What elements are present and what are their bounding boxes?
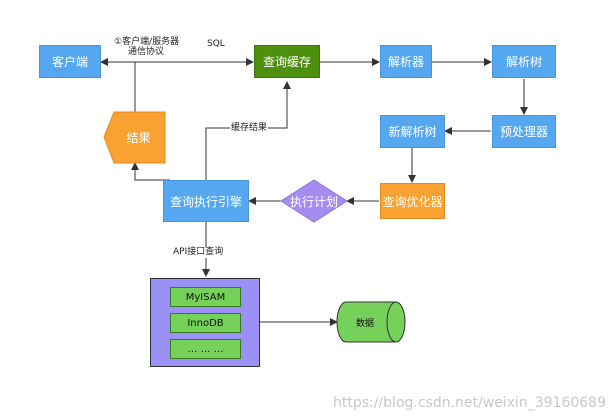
sql-label: SQL [207,39,225,49]
storage-engine-myisam: MyISAM [170,287,241,307]
watermark: https://blog.csdn.net/weixin_39160689 [332,395,606,411]
preprocessor-node: 预处理器 [492,115,556,148]
storage-engine-innodb: InnoDB [170,313,241,333]
result-shape [103,111,166,164]
api-query-label: API接口查询 [172,247,225,258]
execution-plan-label: 执行计划 [289,194,338,209]
client-node: 客户端 [39,45,101,78]
protocol-label-line2: 通信协议 [128,47,165,57]
query-cache-node: 查询缓存 [254,45,320,78]
parser-node: 解析器 [380,45,432,78]
new-parse-tree-node: 新解析树 [380,115,445,148]
storage-engine-group: MyISAM InnoDB … … … [150,278,260,367]
execution-engine-node: 查询执行引擎 [163,180,249,222]
parse-tree-node: 解析树 [492,45,556,78]
result-label: 结果 [126,131,151,145]
execution-plan-shape [280,179,348,223]
data-label: 数据 [355,318,374,329]
data-cylinder-end [386,301,397,343]
edge-engine-result [131,162,170,181]
cache-result-label: 缓存结果 [230,123,269,134]
query-optimizer-node: 查询优化器 [380,183,445,219]
protocol-label-line1: ①客户端/服务器 [114,37,180,47]
storage-engine-more: … … … [170,339,241,359]
